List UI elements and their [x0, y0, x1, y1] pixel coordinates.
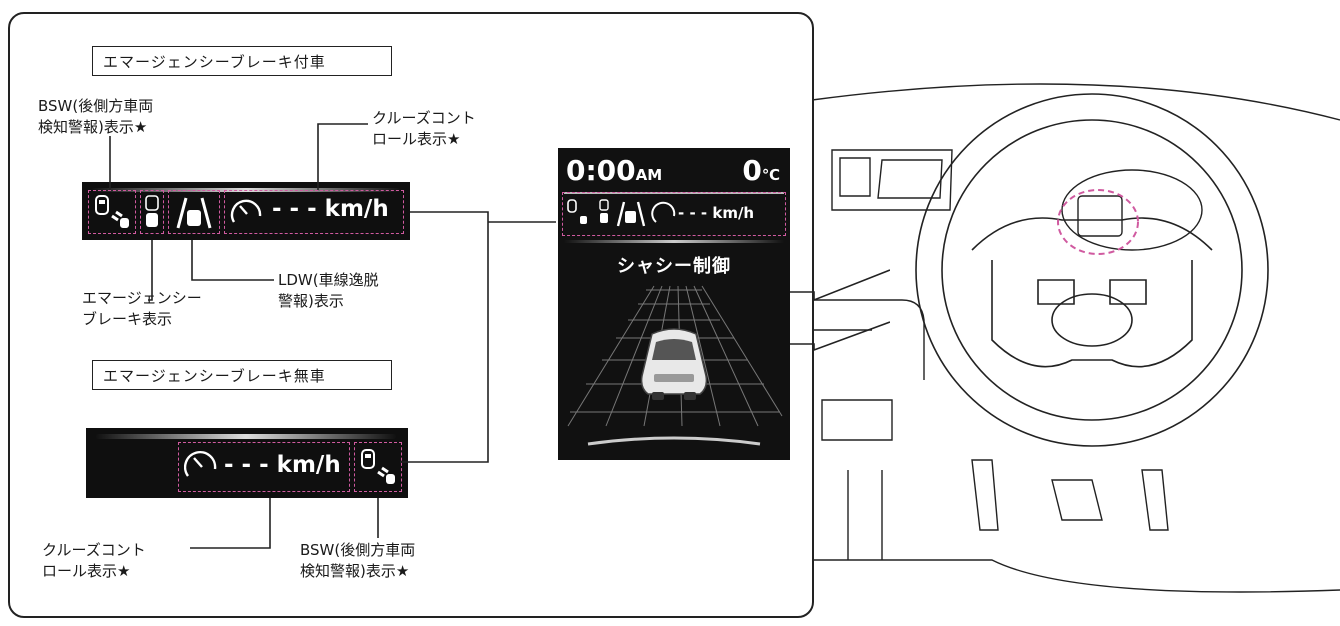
- temperature-unit: ℃: [761, 166, 780, 184]
- callout-cruise-bottom: クルーズコント ロール表示★: [42, 540, 146, 582]
- callout-line: ロール表示★: [372, 130, 461, 148]
- bsw-highlight-box: [354, 442, 402, 492]
- section-label-without-brake: エマージェンシーブレーキ無車: [92, 360, 392, 390]
- callout-line: クルーズコント: [42, 541, 146, 559]
- emergency-brake-icon: [145, 195, 159, 227]
- callout-cruise-top: クルーズコント ロール表示★: [372, 108, 476, 150]
- callout-bsw-top: BSW(後側方車両 検知警報)表示★: [38, 96, 153, 138]
- meter-strip-with-brake: - - - km/h: [82, 182, 410, 240]
- callout-line: 検知警報)表示★: [300, 562, 410, 580]
- section-label-with-brake: エマージェンシーブレーキ付車: [92, 46, 392, 76]
- callout-line: 検知警報)表示★: [38, 118, 148, 136]
- speed-readout-bottom: - - - km/h: [224, 452, 341, 478]
- callout-line: エマージェンシー: [82, 289, 202, 307]
- chassis-control-label: シャシー制御: [617, 256, 731, 277]
- emergency-brake-highlight-box: [140, 190, 164, 234]
- ldw-highlight-box: [168, 190, 220, 234]
- clock-ampm: AM: [635, 166, 663, 184]
- callout-line: ロール表示★: [42, 562, 131, 580]
- temperature: 0℃: [742, 154, 780, 187]
- speed-readout-top: - - - km/h: [272, 196, 389, 222]
- status-strip-highlight: [562, 192, 786, 236]
- meter-strip-without-brake: - - - km/h: [86, 428, 408, 498]
- callout-line: クルーズコント: [372, 109, 476, 127]
- speed-readout-display: - - - km/h: [678, 204, 755, 222]
- ldw-icon: [176, 197, 212, 229]
- chassis-graphic: [567, 285, 783, 446]
- strip-highlight: [96, 434, 396, 439]
- clock-time: 0:00: [566, 154, 636, 187]
- speedometer-icon: [184, 450, 217, 477]
- cruise-highlight-box: [178, 442, 350, 492]
- status-icons: [567, 199, 676, 227]
- steering-wheel-icon: [915, 93, 1269, 447]
- clock: 0:00AM: [566, 154, 662, 187]
- callout-line: LDW(車線逸脱: [278, 271, 379, 289]
- cruise-highlight-box: [224, 190, 404, 234]
- callout-ldw: LDW(車線逸脱 警報)表示: [278, 270, 379, 312]
- bsw-icon: [95, 195, 129, 228]
- callout-line: ブレーキ表示: [82, 310, 173, 328]
- strip-highlight: [564, 240, 784, 243]
- speedometer-icon: [230, 199, 262, 223]
- meter-display: 0:00AM 0℃ - - - km/h シャシー制御: [558, 148, 790, 460]
- connector-lines: [790, 269, 890, 352]
- bsw-icon: [361, 449, 395, 484]
- dashboard-illustration: [812, 83, 1340, 593]
- callout-emergency-brake: エマージェンシー ブレーキ表示: [82, 288, 202, 330]
- temperature-value: 0: [742, 154, 762, 187]
- callout-line: BSW(後側方車両: [300, 541, 416, 559]
- display-highlight-circle: [1057, 189, 1139, 255]
- callout-line: 警報)表示: [278, 292, 344, 310]
- divider: [564, 192, 784, 194]
- bsw-highlight-box: [88, 190, 136, 234]
- callout-bsw-bottom: BSW(後側方車両 検知警報)表示★: [300, 540, 415, 582]
- callout-line: BSW(後側方車両: [38, 97, 154, 115]
